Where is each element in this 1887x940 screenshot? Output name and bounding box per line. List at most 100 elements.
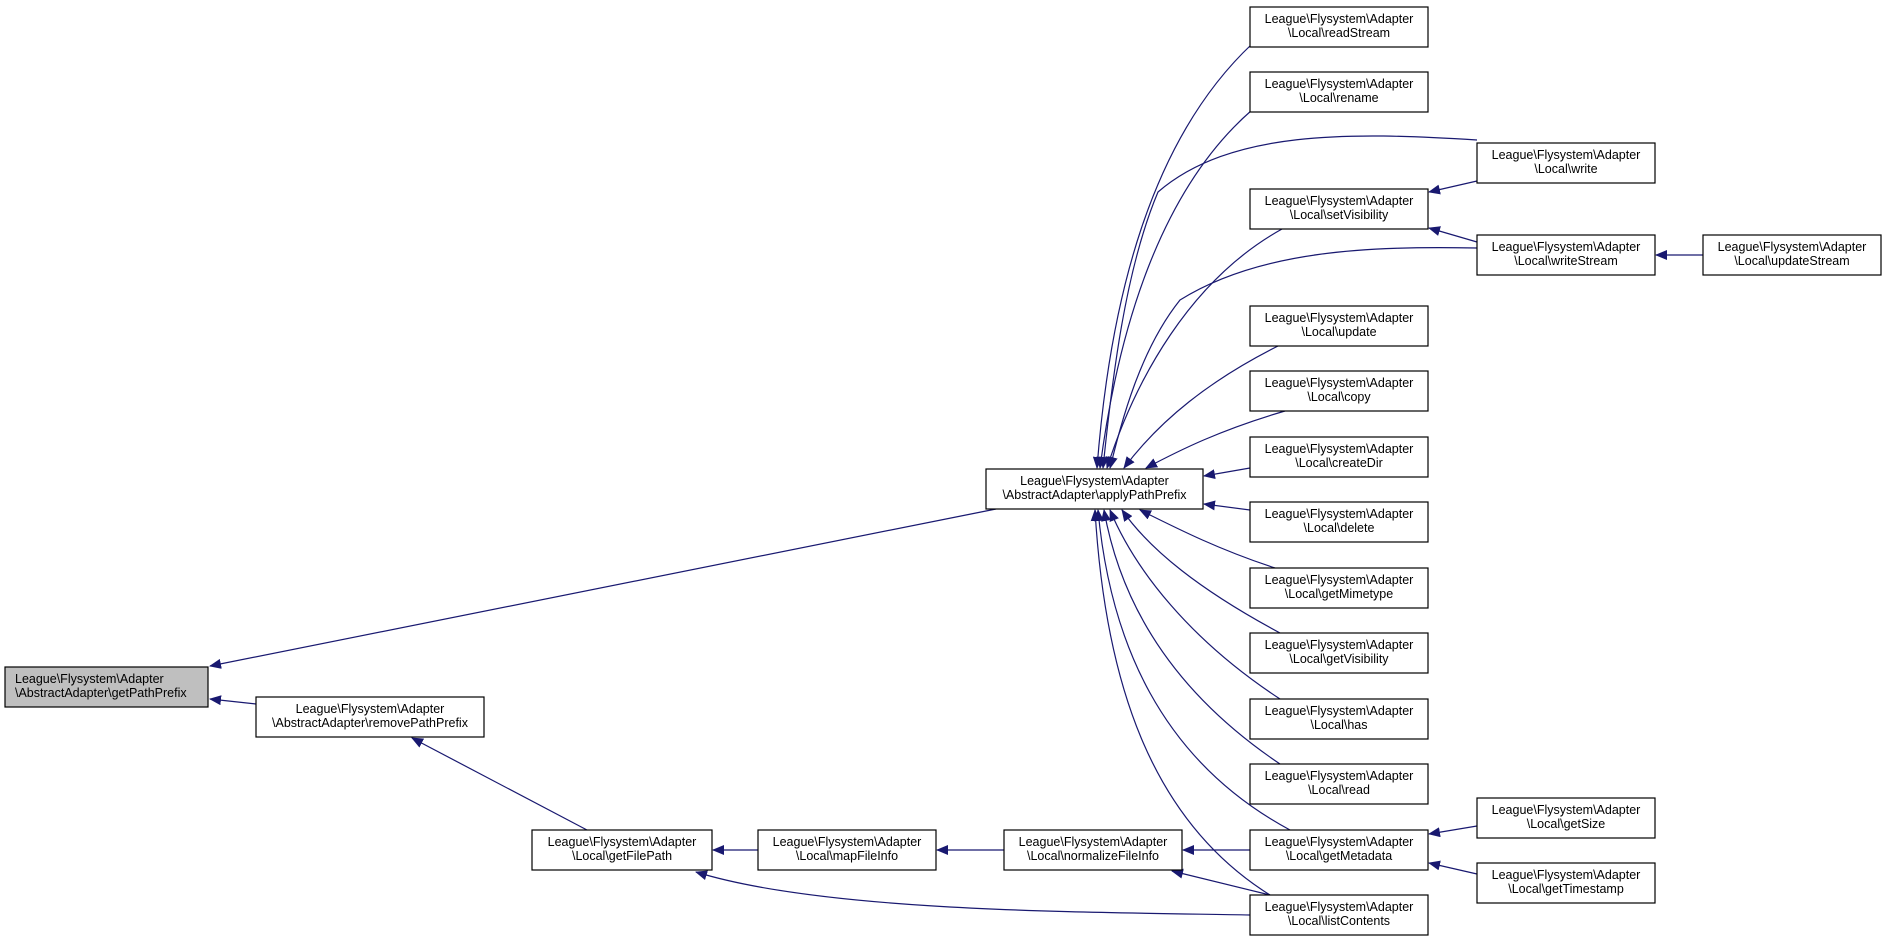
- node-listContents[interactable]: League\Flysystem\Adapter\Local\listConte…: [1249, 894, 1429, 936]
- edge-rename-to-applyPathPrefix: [1096, 109, 1253, 469]
- node-label-namespace: League\Flysystem\Adapter: [1265, 638, 1414, 652]
- node-box: [255, 696, 485, 738]
- node-box: [1476, 234, 1656, 276]
- node-label-namespace: League\Flysystem\Adapter: [296, 702, 445, 716]
- node-label-namespace: League\Flysystem\Adapter: [1265, 573, 1414, 587]
- node-label-namespace: League\Flysystem\Adapter: [1265, 507, 1414, 521]
- edge-listContents-to-normalizeFileInfo: [1171, 868, 1271, 896]
- edge-removePathPrefix-to-getPathPrefix: [209, 695, 257, 706]
- node-label-namespace: League\Flysystem\Adapter: [548, 835, 697, 849]
- node-getFilePath[interactable]: League\Flysystem\Adapter\Local\getFilePa…: [531, 829, 713, 871]
- node-getMetadata[interactable]: League\Flysystem\Adapter\Local\getMetada…: [1249, 829, 1429, 871]
- node-label-namespace: League\Flysystem\Adapter: [1019, 835, 1168, 849]
- node-box: [1702, 234, 1882, 276]
- edge-getMimetype-to-applyPathPrefix: [1139, 509, 1276, 569]
- node-box: [1249, 632, 1429, 674]
- node-normalizeFileInfo[interactable]: League\Flysystem\Adapter\Local\normalize…: [1003, 829, 1183, 871]
- node-read[interactable]: League\Flysystem\Adapter\Local\read: [1249, 763, 1429, 805]
- edge-update-to-applyPathPrefix: [1123, 344, 1281, 469]
- node-label-namespace: League\Flysystem\Adapter: [15, 672, 164, 686]
- node-label-namespace: League\Flysystem\Adapter: [773, 835, 922, 849]
- node-getMimetype[interactable]: League\Flysystem\Adapter\Local\getMimety…: [1249, 567, 1429, 609]
- node-label-method: \Local\setVisibility: [1290, 208, 1389, 222]
- node-getPathPrefix[interactable]: League\Flysystem\Adapter\AbstractAdapter…: [4, 666, 209, 708]
- edge-setVisibility-to-applyPathPrefix: [1105, 228, 1283, 469]
- node-box: [1249, 501, 1429, 543]
- edge-listContents-to-getFilePath: [695, 870, 1251, 916]
- node-box: [1249, 567, 1429, 609]
- node-label-method: \Local\updateStream: [1734, 254, 1849, 268]
- node-label-namespace: League\Flysystem\Adapter: [1265, 311, 1414, 325]
- node-label-namespace: League\Flysystem\Adapter: [1492, 868, 1641, 882]
- node-label-method: \Local\getSize: [1527, 817, 1606, 831]
- node-update[interactable]: League\Flysystem\Adapter\Local\update: [1249, 305, 1429, 347]
- node-label-namespace: League\Flysystem\Adapter: [1265, 900, 1414, 914]
- edge-writeStream-to-setVisibility: [1428, 226, 1478, 243]
- node-label-namespace: League\Flysystem\Adapter: [1492, 803, 1641, 817]
- node-setVisibility[interactable]: League\Flysystem\Adapter\Local\setVisibi…: [1249, 188, 1429, 230]
- node-label-method: \AbstractAdapter\getPathPrefix: [15, 686, 187, 700]
- edge-getMetadata-to-applyPathPrefix: [1094, 509, 1291, 831]
- node-getTimestamp[interactable]: League\Flysystem\Adapter\Local\getTimest…: [1476, 862, 1656, 904]
- node-copy[interactable]: League\Flysystem\Adapter\Local\copy: [1249, 370, 1429, 412]
- edge-write-to-setVisibility: [1428, 180, 1478, 195]
- edge-createDir-to-applyPathPrefix: [1203, 467, 1251, 480]
- node-updateStream[interactable]: League\Flysystem\Adapter\Local\updateStr…: [1702, 234, 1882, 276]
- edge-write-to-applyPathPrefix: [1099, 135, 1478, 469]
- node-label-method: \Local\update: [1301, 325, 1376, 339]
- node-applyPathPrefix[interactable]: League\Flysystem\Adapter\AbstractAdapter…: [985, 468, 1204, 510]
- node-box: [1249, 894, 1429, 936]
- node-label-method: \Local\has: [1311, 718, 1368, 732]
- node-label-namespace: League\Flysystem\Adapter: [1492, 148, 1641, 162]
- node-label-namespace: League\Flysystem\Adapter: [1492, 240, 1641, 254]
- node-createDir[interactable]: League\Flysystem\Adapter\Local\createDir: [1249, 436, 1429, 478]
- edge-writeStream-to-applyPathPrefix: [1107, 247, 1478, 469]
- node-label-method: \Local\mapFileInfo: [796, 849, 898, 863]
- node-box: [1249, 436, 1429, 478]
- node-label-method: \Local\copy: [1307, 390, 1371, 404]
- node-box: [1249, 6, 1429, 48]
- node-box: [985, 468, 1204, 510]
- node-label-method: \Local\rename: [1299, 91, 1378, 105]
- node-box: [531, 829, 713, 871]
- node-label-namespace: League\Flysystem\Adapter: [1265, 12, 1414, 26]
- node-writeStream[interactable]: League\Flysystem\Adapter\Local\writeStre…: [1476, 234, 1656, 276]
- node-getSize[interactable]: League\Flysystem\Adapter\Local\getSize: [1476, 797, 1656, 839]
- node-box: [1476, 797, 1656, 839]
- edge-readStream-to-applyPathPrefix: [1092, 43, 1253, 469]
- node-delete[interactable]: League\Flysystem\Adapter\Local\delete: [1249, 501, 1429, 543]
- node-label-method: \Local\getFilePath: [572, 849, 672, 863]
- node-label-method: \Local\read: [1308, 783, 1370, 797]
- node-label-method: \Local\listContents: [1288, 914, 1390, 928]
- edge-delete-to-applyPathPrefix: [1203, 500, 1251, 511]
- node-label-method: \Local\normalizeFileInfo: [1027, 849, 1159, 863]
- node-mapFileInfo[interactable]: League\Flysystem\Adapter\Local\mapFileIn…: [757, 829, 937, 871]
- node-label-method: \Local\getVisibility: [1289, 652, 1389, 666]
- edge-read-to-applyPathPrefix: [1101, 509, 1281, 765]
- node-label-namespace: League\Flysystem\Adapter: [1265, 376, 1414, 390]
- node-box: [1249, 370, 1429, 412]
- node-box: [1249, 305, 1429, 347]
- node-label-method: \Local\write: [1534, 162, 1597, 176]
- edge-getTimestamp-to-getMetadata: [1428, 860, 1478, 875]
- node-readStream[interactable]: League\Flysystem\Adapter\Local\readStrea…: [1249, 6, 1429, 48]
- node-label-method: \Local\createDir: [1295, 456, 1383, 470]
- edge-getVisibility-to-applyPathPrefix: [1121, 509, 1281, 634]
- edge-has-to-applyPathPrefix: [1109, 509, 1281, 700]
- node-rename[interactable]: League\Flysystem\Adapter\Local\rename: [1249, 71, 1429, 113]
- node-box: [1003, 829, 1183, 871]
- node-label-namespace: League\Flysystem\Adapter: [1020, 474, 1169, 488]
- node-box: [1476, 862, 1656, 904]
- node-write[interactable]: League\Flysystem\Adapter\Local\write: [1476, 142, 1656, 184]
- node-has[interactable]: League\Flysystem\Adapter\Local\has: [1249, 698, 1429, 740]
- node-removePathPrefix[interactable]: League\Flysystem\Adapter\AbstractAdapter…: [255, 696, 485, 738]
- node-box: [1249, 71, 1429, 113]
- node-label-method: \AbstractAdapter\removePathPrefix: [272, 716, 469, 730]
- node-label-namespace: League\Flysystem\Adapter: [1265, 769, 1414, 783]
- edges-layer: [209, 43, 1703, 916]
- node-getVisibility[interactable]: League\Flysystem\Adapter\Local\getVisibi…: [1249, 632, 1429, 674]
- node-label-namespace: League\Flysystem\Adapter: [1265, 77, 1414, 91]
- node-label-namespace: League\Flysystem\Adapter: [1265, 835, 1414, 849]
- node-label-method: \Local\getMetadata: [1286, 849, 1392, 863]
